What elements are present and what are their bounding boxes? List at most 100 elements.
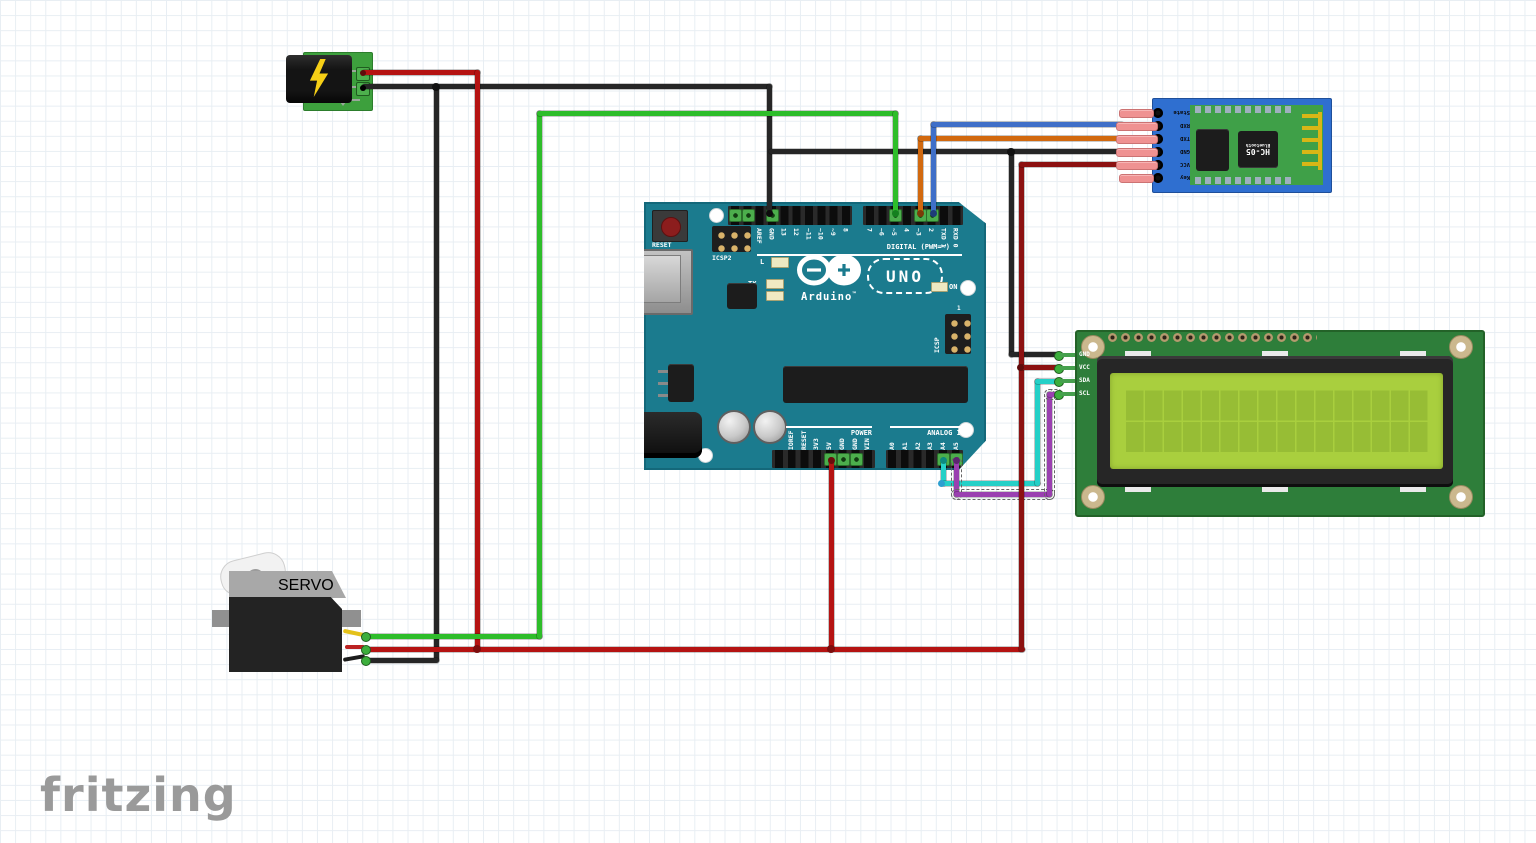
pin-gnd-power2[interactable] [850, 453, 863, 466]
lcd-pin-stub [1060, 392, 1078, 396]
wire-gnd-servo-horizontal[interactable] [365, 658, 439, 663]
hc05-pin-rxd[interactable] [1153, 121, 1163, 131]
cap-servo-signal [361, 632, 371, 642]
wire-gnd-to-hc05[interactable] [769, 149, 1124, 154]
pin-label [728, 228, 740, 256]
lcd-solder-pad [1400, 351, 1426, 356]
icsp2-header[interactable] [712, 226, 751, 252]
female-connector-rxd[interactable] [1116, 122, 1158, 131]
female-connector-txd[interactable] [1116, 135, 1158, 144]
wire-sda-vertical[interactable] [1035, 379, 1040, 486]
hc05-pin-gnd[interactable] [1153, 147, 1163, 157]
hc05-pin-label: State [1173, 109, 1190, 115]
wire-servo-signal-horizontal[interactable] [365, 634, 542, 639]
capacitor [753, 410, 787, 444]
analog-divider [890, 426, 965, 428]
wire-vcc-jack-horizontal[interactable] [362, 70, 480, 75]
pin-scl[interactable] [729, 209, 742, 222]
pin-label: A5 [951, 442, 960, 450]
digital-header-right[interactable] [863, 206, 963, 225]
lcd-solder-pad [1400, 487, 1426, 492]
dc-barrel-jack [644, 412, 702, 458]
wire-txd-horizontal[interactable] [918, 136, 1124, 141]
cap-d3-pin [917, 210, 924, 217]
pin-label: ~3 [914, 228, 923, 236]
wire-rxd-vertical[interactable] [931, 122, 936, 215]
pin-label: GND [850, 438, 859, 450]
reset-button[interactable] [652, 210, 688, 242]
hc05-pin-state[interactable] [1153, 108, 1163, 118]
female-connector-state[interactable] [1119, 109, 1154, 118]
junction-vcc-5v [827, 645, 835, 653]
icsp-header[interactable] [945, 314, 971, 354]
wire-gnd-lcd-vertical[interactable] [1009, 149, 1014, 357]
pin-label: A2 [913, 442, 922, 450]
hc05-pin-vcc[interactable] [1153, 160, 1163, 170]
female-connector-gnd[interactable] [1116, 148, 1158, 157]
pin-label: ~10 [816, 228, 825, 240]
wire-servo-signal-vertical[interactable] [537, 111, 542, 639]
cap-jack-gnd [360, 85, 366, 91]
digital-divider [757, 254, 962, 256]
cap-5v-pin [828, 457, 835, 464]
servo-label: SERVO [278, 577, 334, 594]
pin-label: 5V [825, 442, 833, 450]
trademark: ™ [852, 291, 857, 298]
wire-servo-signal-drop[interactable] [893, 111, 898, 215]
wire-sda-drop[interactable] [941, 460, 946, 486]
digital-header-left[interactable] [728, 206, 852, 225]
wire-scl-vertical[interactable] [1043, 388, 1056, 501]
wire-vcc-right-vertical[interactable] [1019, 162, 1024, 652]
arduino-brand-text: Arduino™ [793, 291, 865, 303]
mcu-chip [783, 366, 968, 403]
power-heading: POWER [850, 429, 872, 437]
pin-label: A0 [888, 442, 896, 450]
pin-gnd-power[interactable] [837, 453, 850, 466]
hc05-pin-label: Key [1180, 174, 1190, 180]
lcd-solder-pad [1262, 351, 1288, 356]
hc05-pin-label: VCC [1180, 161, 1190, 167]
pin-sda[interactable] [742, 209, 755, 222]
wire-rxd-horizontal[interactable] [931, 122, 1124, 127]
wire-5v-arduino[interactable] [829, 461, 834, 652]
female-connector-vcc[interactable] [1116, 161, 1158, 170]
wire-vcc-vertical[interactable] [475, 70, 480, 652]
pin-label: AREF [754, 228, 763, 244]
wire-gnd-lcd-horizontal[interactable] [1009, 352, 1060, 357]
wire-vcc-hc05[interactable] [1019, 162, 1124, 167]
usb-connector-inner [644, 255, 681, 303]
pin-label: IOREF [786, 430, 795, 450]
hc05-radio-chip [1196, 129, 1229, 171]
wire-gnd-jack-horizontal[interactable] [362, 84, 772, 89]
lcd-pin-stub [1060, 353, 1078, 357]
reset-label: RESET [652, 241, 672, 249]
pin-label: 3V3 [812, 438, 821, 450]
led-tx [766, 279, 784, 289]
wire-sda-to-lcd[interactable] [1035, 379, 1060, 384]
hc05-pin-key[interactable] [1153, 173, 1163, 183]
lcd-mounting-hole [1449, 485, 1473, 509]
wire-gnd-servo-vertical[interactable] [434, 86, 439, 662]
wire-vcc-lcd[interactable] [1019, 365, 1060, 370]
servo-body [229, 597, 342, 672]
wire-sda-horizontal[interactable] [941, 481, 1040, 486]
cap-d2-pin [930, 210, 937, 217]
arduino-infinity-logo-icon [795, 251, 863, 296]
lcd-solder-pad [1125, 351, 1151, 356]
wire-scl-to-lcd[interactable] [1043, 388, 1064, 401]
hc05-pin-txd[interactable] [1153, 134, 1163, 144]
hc05-chip-subtitle: Bluetooth [1245, 142, 1271, 148]
pin-label: 2 [926, 228, 935, 232]
lcd-pin-label: VCC [1079, 364, 1090, 371]
wire-servo-signal-top[interactable] [537, 111, 898, 116]
wire-scl-horizontal[interactable] [950, 488, 1056, 501]
hc05-chip-title: HC-05 [1245, 147, 1271, 157]
female-connector-key[interactable] [1119, 174, 1154, 183]
wire-scl-drop[interactable] [950, 456, 963, 501]
wire-txd-vertical[interactable] [918, 136, 923, 215]
lcd-pin-label: SDA [1079, 377, 1090, 384]
mounting-hole [961, 281, 975, 295]
wire-vcc-bottom-rail[interactable] [365, 647, 1025, 652]
